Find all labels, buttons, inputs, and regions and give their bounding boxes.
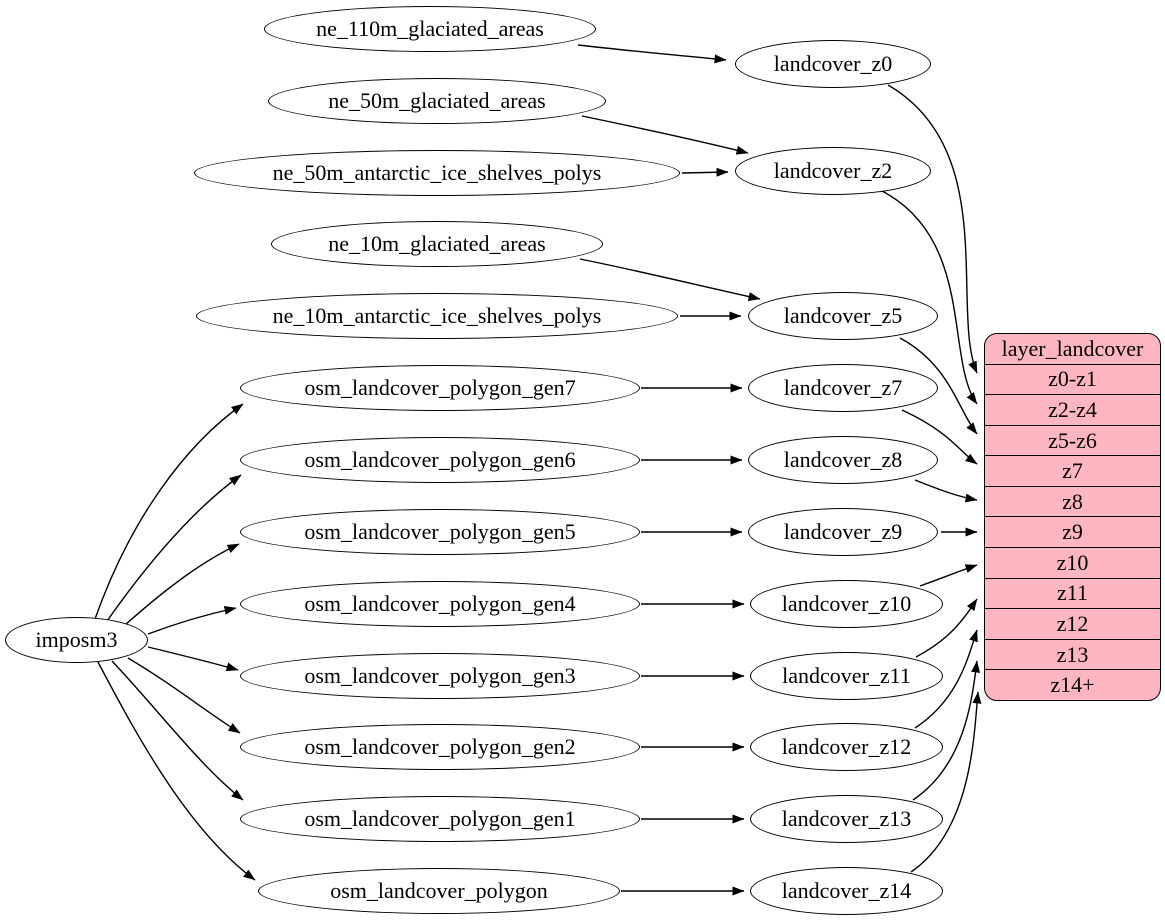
edge-imposm3-to-osm_landcover_polygon — [97, 661, 256, 881]
edge-ne_110m_glaciated_areas-to-landcover_z0 — [577, 44, 727, 64]
edge-landcover_z12-to-row-z12 — [914, 629, 978, 729]
edge-ne_10m_glaciated_areas-to-landcover_z5 — [579, 258, 761, 301]
edge-landcover_z13-to-row-z13 — [912, 660, 981, 801]
edge-landcover_z8-to-row-z8 — [914, 479, 978, 503]
node-landcover_z12: landcover_z12 — [750, 723, 943, 771]
node-ne_10m_antarctic_ice_shelves_polys: ne_10m_antarctic_ice_shelves_polys — [196, 293, 678, 339]
edge-landcover_z2-to-row-z2-z4 — [881, 190, 978, 405]
edge-imposm3-to-gen4 — [147, 606, 237, 635]
edge-imposm3-to-gen1 — [111, 660, 244, 801]
edge-imposm3-to-gen3 — [147, 646, 239, 672]
edge-landcover_z11-to-row-z11 — [915, 598, 978, 658]
node-imposm3: imposm3 — [5, 617, 148, 663]
record-title: layer_landcover — [1001, 335, 1144, 361]
node-osm_landcover_polygon_gen5: osm_landcover_polygon_gen5 — [240, 509, 640, 555]
edge-ne_50m_antarctic_ice_shelves_polys-to-landcover_z2 — [681, 167, 729, 177]
record-row-z10: z10 — [985, 547, 1160, 578]
node-osm_landcover_polygon_gen1: osm_landcover_polygon_gen1 — [240, 796, 640, 842]
record-row-z12: z12 — [985, 608, 1160, 639]
edge-imposm3-to-gen6 — [106, 474, 242, 622]
edge-imposm3-to-gen2 — [127, 657, 241, 734]
record-row-z13: z13 — [985, 638, 1160, 670]
node-ne_50m_antarctic_ice_shelves_polys: ne_50m_antarctic_ice_shelves_polys — [194, 150, 680, 196]
node-landcover_z9: landcover_z9 — [748, 508, 938, 556]
node-landcover_z5: landcover_z5 — [748, 292, 938, 340]
node-landcover_z13: landcover_z13 — [750, 795, 943, 843]
node-ne_110m_glaciated_areas: ne_110m_glaciated_areas — [264, 6, 596, 52]
edge-landcover_z7-to-row-z7 — [901, 409, 978, 465]
record-row-z11: z11 — [985, 577, 1160, 609]
node-osm_landcover_polygon_gen6: osm_landcover_polygon_gen6 — [240, 437, 640, 483]
record-row-z7: z7 — [985, 455, 1160, 486]
node-landcover_z8: landcover_z8 — [748, 436, 938, 484]
record-row-z2-z4: z2-z4 — [985, 394, 1160, 425]
node-ne_10m_glaciated_areas: ne_10m_glaciated_areas — [271, 221, 603, 267]
record-row-z14plus: z14+ — [985, 669, 1160, 700]
node-landcover_z7: landcover_z7 — [748, 364, 938, 412]
node-osm_landcover_polygon_gen4: osm_landcover_polygon_gen4 — [240, 581, 640, 627]
node-landcover_z11: landcover_z11 — [750, 652, 943, 700]
edge-imposm3-to-gen7 — [94, 403, 244, 620]
node-layer_landcover: layer_landcover z0-z1 z2-z4 z5-z6 z7 z8 … — [984, 333, 1161, 701]
edge-landcover_z0-to-row-z0-z1 — [887, 84, 978, 374]
edge-landcover_z5-to-row-z5-z6 — [899, 337, 978, 435]
edge-ne_50m_glaciated_areas-to-landcover_z2 — [581, 115, 749, 155]
node-landcover_z14: landcover_z14 — [750, 867, 943, 915]
record-row-z5-z6: z5-z6 — [985, 424, 1160, 456]
edge-imposm3-to-gen5 — [124, 543, 240, 626]
node-osm_landcover_polygon: osm_landcover_polygon — [258, 868, 620, 914]
node-osm_landcover_polygon_gen3: osm_landcover_polygon_gen3 — [240, 653, 640, 699]
node-ne_50m_glaciated_areas: ne_50m_glaciated_areas — [268, 78, 606, 124]
edge-landcover_z14-to-row-z14plus — [910, 691, 982, 873]
node-landcover_z10: landcover_z10 — [750, 580, 943, 628]
record-row-z9: z9 — [985, 516, 1160, 547]
node-osm_landcover_polygon_gen2: osm_landcover_polygon_gen2 — [240, 724, 640, 770]
edge-landcover_z10-to-row-z10 — [919, 564, 978, 587]
node-osm_landcover_polygon_gen7: osm_landcover_polygon_gen7 — [240, 365, 640, 411]
record-row-z8: z8 — [985, 485, 1160, 517]
node-landcover_z2: landcover_z2 — [735, 147, 931, 195]
record-row-z0-z1: z0-z1 — [985, 363, 1160, 395]
node-landcover_z0: landcover_z0 — [735, 40, 931, 88]
